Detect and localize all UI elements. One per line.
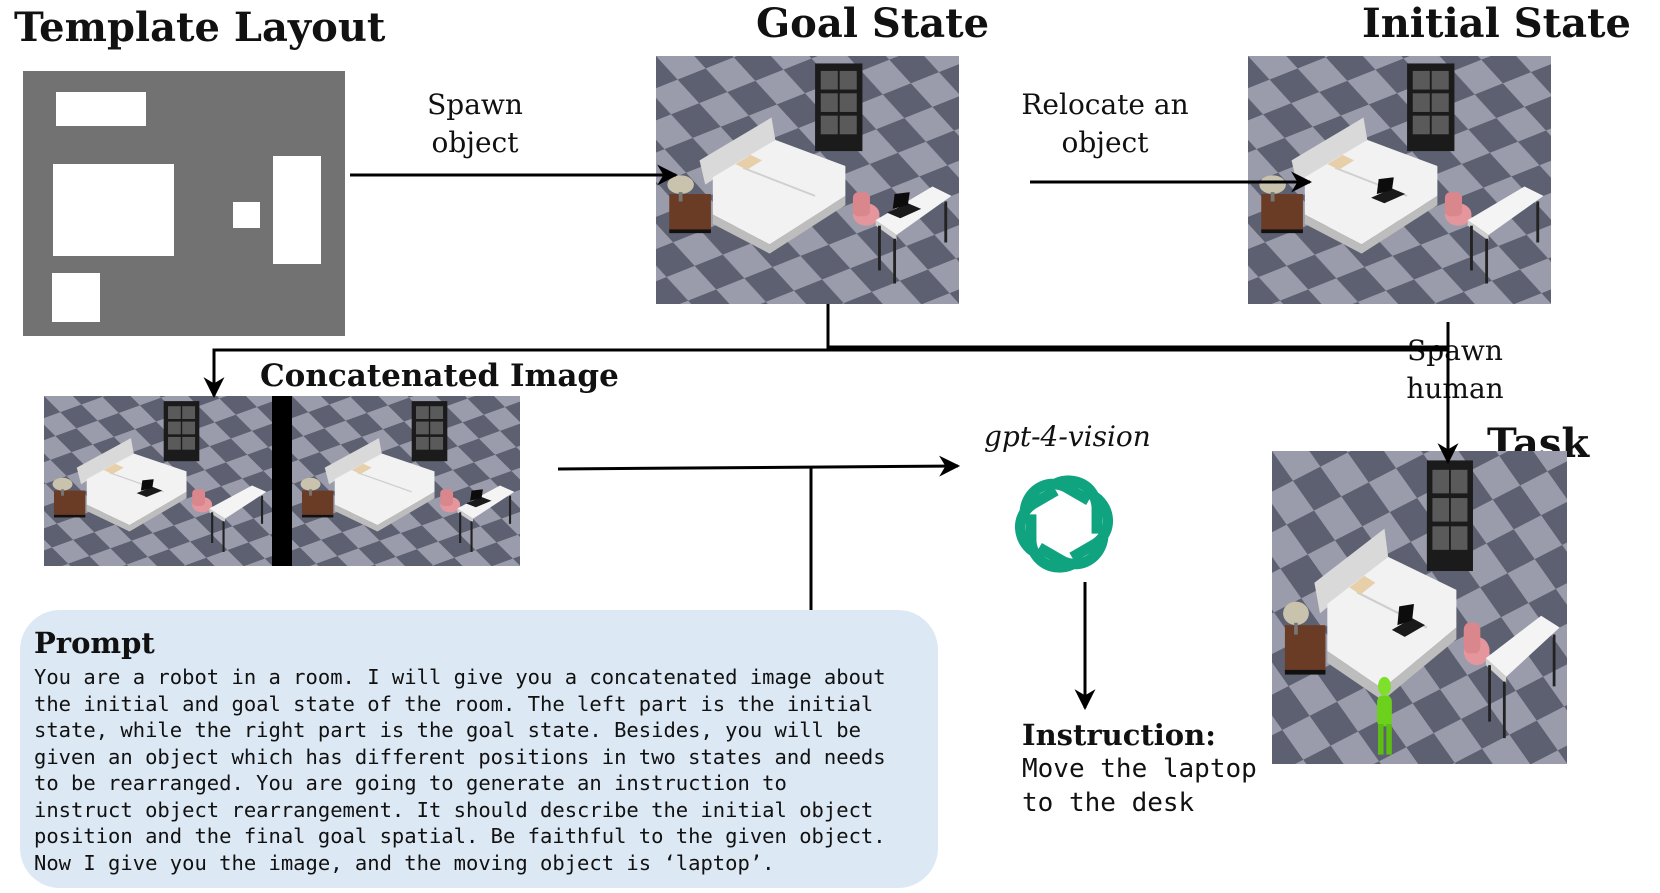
model-name: gpt-4-vision	[984, 420, 1151, 453]
relocate-object-label-line: object	[1061, 126, 1149, 159]
task-image	[1272, 451, 1567, 764]
spawn-human-label-line: human	[1406, 372, 1504, 405]
initial-state-title: Initial State	[1362, 0, 1631, 47]
layout-block	[52, 273, 100, 322]
prompt-title: Prompt	[34, 626, 155, 660]
prompt-line: You are a robot in a room. I will give y…	[34, 665, 886, 689]
template-layout-title: Template Layout	[14, 4, 386, 51]
layout-block	[53, 164, 174, 256]
concatenated-image-left	[44, 396, 272, 566]
concat-to-model-arrow	[557, 455, 961, 477]
concatenated-image-divider	[272, 396, 292, 566]
spawn-object-label-line: object	[431, 126, 519, 159]
instruction-line: Move the laptop	[1022, 754, 1257, 784]
concatenated-image-right	[292, 396, 520, 566]
template-layout-panel	[23, 71, 345, 336]
prompt-line: to be rearranged. You are going to gener…	[34, 771, 787, 795]
relocate-object-label: Relocate an object	[1010, 86, 1200, 162]
goal-state-image	[656, 56, 959, 304]
prompt-line: given an object which has different posi…	[34, 744, 886, 769]
concatenated-image-title: Concatenated Image	[260, 358, 619, 394]
prompt-box: Prompt You are a robot in a room. I will…	[20, 610, 938, 888]
human-figure	[1377, 676, 1392, 755]
layout-block	[56, 92, 146, 126]
prompt-line: instruct object rearrangement. It should…	[34, 797, 874, 822]
relocate-object-label-line: Relocate an	[1021, 88, 1189, 121]
prompt-line: the initial and goal state of the room. …	[34, 691, 874, 716]
openai-logo-icon	[1006, 466, 1122, 582]
states-to-concat-arrow	[203, 322, 1450, 399]
instruction-block: Instruction: Move the laptop to the desk	[1022, 718, 1322, 820]
layout-block	[233, 202, 260, 228]
instruction-title: Instruction:	[1022, 718, 1216, 752]
goal-to-concat-connector	[826, 304, 1448, 349]
prompt-line: Now I give you the image, and the moving…	[34, 850, 775, 875]
spawn-object-label: Spawn object	[410, 86, 540, 162]
layout-block	[273, 156, 321, 264]
instruction-line: to the desk	[1022, 788, 1195, 818]
spawn-object-label-line: Spawn	[427, 88, 523, 121]
prompt-line: state, while the right part is the goal …	[34, 718, 861, 742]
goal-state-title: Goal State	[756, 0, 990, 47]
prompt-line: position and the final goal spatial. Be …	[34, 824, 886, 848]
